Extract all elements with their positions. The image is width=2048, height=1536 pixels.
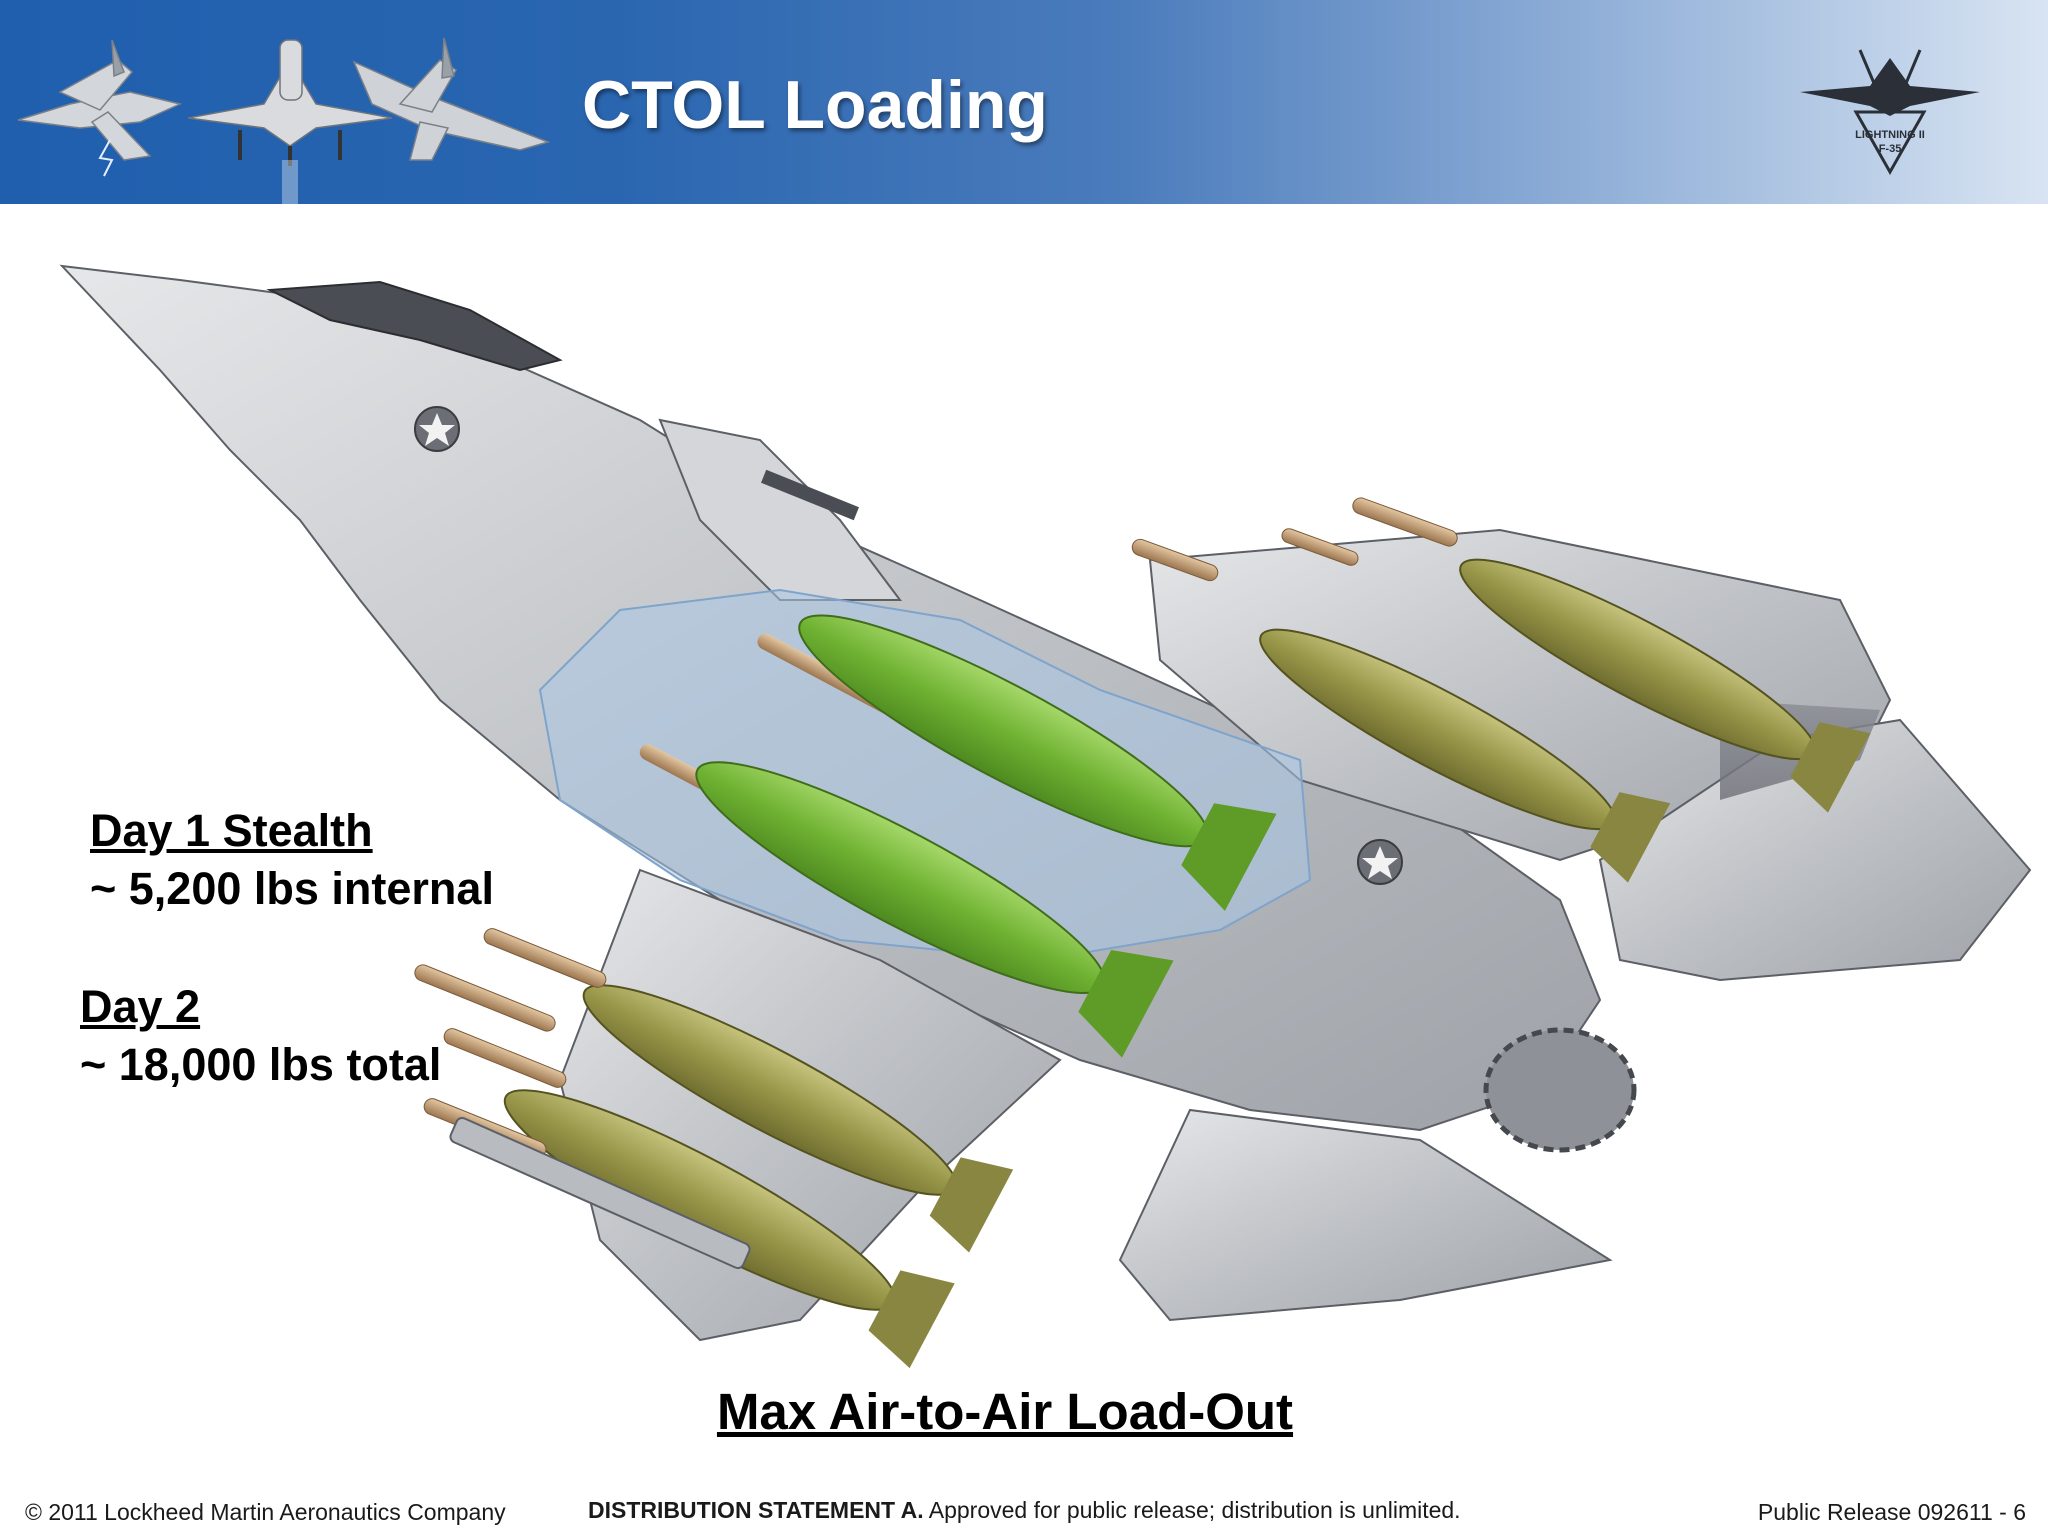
aircraft-variants-image [17,37,551,204]
logo-text-f35: F-35 [1879,143,1902,155]
header-banner: CTOL Loading LIGHTNING II F-35 [0,0,2048,204]
page-title: CTOL Loading [582,67,1048,143]
callout-day2-heading: Day 2 [80,981,201,1032]
callout-day2-value: ~ 18,000 lbs total [80,1039,442,1090]
release-number: Public Release 092611 - 6 [1757,1499,2026,1525]
callout-day1-heading: Day 1 Stealth [90,805,373,856]
loadout-caption: Max Air-to-Air Load-Out [716,1383,1294,1440]
callout-day2: Day 2 ~ 18,000 lbs total [80,978,441,1094]
f35-lightning-logo: LIGHTNING II F-35 [1800,49,1980,176]
logo-text-lightning: LIGHTNING II [1855,129,1925,141]
roundel-nose [414,406,460,452]
footer: © 2011 Lockheed Martin Aeronautics Compa… [0,1495,2048,1531]
f35-underside-illustration [59,264,2032,1369]
callout-day1-value: ~ 5,200 lbs internal [90,863,494,914]
distribution-statement: DISTRIBUTION STATEMENT A. Approved for p… [588,1497,1461,1524]
distribution-label: DISTRIBUTION STATEMENT A. [588,1497,924,1523]
copyright-text: © 2011 Lockheed Martin Aeronautics Compa… [25,1499,506,1525]
distribution-text: Approved for public release; distributio… [923,1497,1461,1523]
callout-day1: Day 1 Stealth ~ 5,200 lbs internal [90,802,494,918]
